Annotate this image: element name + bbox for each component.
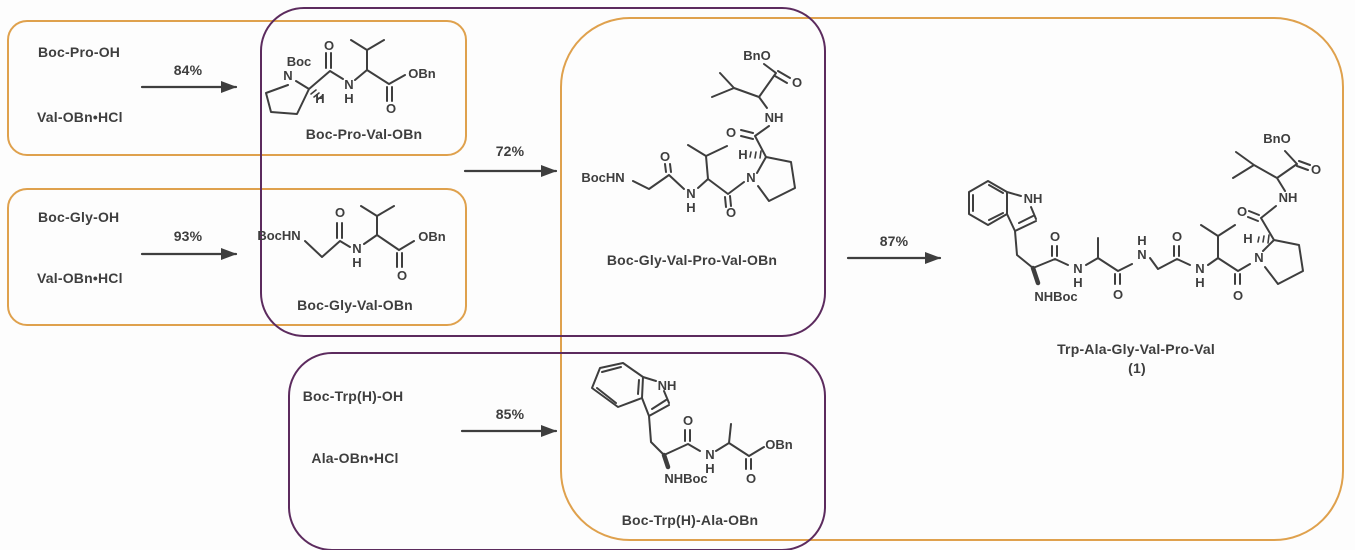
atom-label-nh-indole: NH bbox=[658, 378, 677, 393]
bonds bbox=[632, 63, 796, 202]
bonds bbox=[304, 205, 415, 258]
product-label-boc-gly-val-obn: Boc-Gly-Val-OBn bbox=[297, 297, 413, 313]
bonds bbox=[265, 39, 406, 115]
atom-label-n: N bbox=[1073, 261, 1082, 276]
box-step1-orange bbox=[7, 20, 467, 156]
reactant-label-boc-trp-oh: Boc-Trp(H)-OH bbox=[302, 388, 404, 404]
atom-label-boc: Boc bbox=[287, 54, 312, 69]
atom-label-o2: O bbox=[1113, 287, 1123, 302]
atom-label-n: N bbox=[283, 68, 292, 83]
atom-label-h: H bbox=[1073, 275, 1082, 290]
stereo-hashes bbox=[1257, 234, 1270, 244]
atom-label-h3: H bbox=[1195, 275, 1204, 290]
box-final-coupling-orange bbox=[560, 17, 1344, 541]
atom-label-bno: BnO bbox=[743, 48, 770, 63]
atom-label-o: O bbox=[1050, 229, 1060, 244]
reaction-arrows bbox=[140, 81, 942, 437]
atom-label-o2: O bbox=[386, 101, 396, 116]
double-bonds bbox=[972, 160, 1311, 285]
product-label-boc-trp-ala-obn: Boc-Trp(H)-Ala-OBn bbox=[621, 512, 759, 528]
atom-label-h2: H bbox=[344, 91, 353, 106]
atom-label-nhboc: NHBoc bbox=[664, 471, 707, 486]
reactant-label-val-obn-hcl: Val-OBn•HCl bbox=[37, 109, 123, 125]
atom-label-bochn: BocHN bbox=[581, 170, 624, 185]
reactant-label-ala-obn-hcl: Ala-OBn•HCl bbox=[311, 450, 399, 466]
atom-label-o6: O bbox=[1311, 162, 1321, 177]
yield-label-93: 93% bbox=[173, 228, 203, 244]
atom-label-o4: O bbox=[1233, 288, 1243, 303]
bonds bbox=[968, 150, 1304, 285]
atom-label-obn: OBn bbox=[408, 66, 436, 81]
atom-label-o2: O bbox=[746, 471, 756, 486]
atom-label-h: H bbox=[315, 91, 324, 106]
atom-label-nh: NH bbox=[765, 110, 784, 125]
stereo-hashes bbox=[310, 89, 323, 101]
box-dipeptide-group-purple bbox=[260, 7, 826, 337]
atom-label-nh2: NH bbox=[1279, 190, 1298, 205]
yield-label-85: 85% bbox=[495, 406, 525, 422]
structure-boc-gly-val-obn: BocHN O N H O OBn bbox=[257, 205, 446, 283]
atom-label-o2: O bbox=[726, 125, 736, 140]
reactant-label-boc-gly-oh: Boc-Gly-OH bbox=[38, 209, 120, 225]
yield-label-84: 84% bbox=[173, 62, 203, 78]
atom-label-bochn: BocHN bbox=[257, 228, 300, 243]
compound-number-label: (1) bbox=[1128, 360, 1146, 376]
atom-label-o5: O bbox=[1237, 204, 1247, 219]
atom-label-h2: H bbox=[686, 200, 695, 215]
atom-label-o: O bbox=[324, 38, 334, 53]
yield-label-87: 87% bbox=[879, 233, 909, 249]
atom-label-n3: N bbox=[1195, 261, 1204, 276]
yield-label-72: 72% bbox=[495, 143, 525, 159]
atom-label-n2: N bbox=[344, 77, 353, 92]
wedge-bond bbox=[1030, 265, 1041, 286]
wedge-bond bbox=[661, 452, 671, 470]
atom-label-o3: O bbox=[726, 205, 736, 220]
atom-label-h4: H bbox=[1243, 231, 1252, 246]
double-bonds bbox=[664, 70, 791, 208]
structure-boc-trp-ala-obn: NH O N H NHBoc O OBn bbox=[591, 362, 793, 486]
double-bonds bbox=[596, 366, 752, 470]
double-bonds bbox=[336, 222, 403, 268]
bonds bbox=[591, 362, 765, 457]
structure-boc-pro-val-obn: Boc N H O N H O OBn bbox=[265, 38, 436, 116]
product-label-boc-pro-val-obn: Boc-Pro-Val-OBn bbox=[305, 126, 423, 142]
reactant-label-boc-pro-oh: Boc-Pro-OH bbox=[38, 44, 121, 60]
atom-label-h: H bbox=[705, 461, 714, 476]
atom-label-o4: O bbox=[660, 149, 670, 164]
atom-label-obn: OBn bbox=[765, 437, 793, 452]
box-step2-orange bbox=[7, 188, 467, 326]
atom-label-obn: OBn bbox=[418, 229, 446, 244]
atom-label-h: H bbox=[738, 147, 747, 162]
atom-label-n2: N bbox=[686, 186, 695, 201]
atom-label-n2: N bbox=[1137, 247, 1146, 262]
atom-label-o3: O bbox=[1172, 229, 1182, 244]
atom-label-o: O bbox=[335, 205, 345, 220]
structure-boc-gly-val-pro-val-obn: BnO O NH O H N O N H O BocHN bbox=[581, 48, 802, 220]
product-label-trp-ala-gly-val-pro-val: Trp-Ala-Gly-Val-Pro-Val bbox=[1057, 341, 1215, 357]
atom-label-nh-indole: NH bbox=[1024, 191, 1043, 206]
atom-label-bno: BnO bbox=[1263, 131, 1290, 146]
atom-label-h: H bbox=[352, 255, 361, 270]
atom-label-o: O bbox=[683, 413, 693, 428]
double-bonds bbox=[325, 52, 393, 102]
atom-label-o2: O bbox=[397, 268, 407, 283]
product-label-boc-gly-val-pro-val-obn: Boc-Gly-Val-Pro-Val-OBn bbox=[606, 252, 778, 268]
atom-label-o: O bbox=[792, 75, 802, 90]
atom-label-h2: H bbox=[1137, 233, 1146, 248]
stereo-hashes bbox=[749, 150, 762, 159]
atom-label-n: N bbox=[746, 170, 755, 185]
atom-label-n: N bbox=[705, 447, 714, 462]
atom-label-n4: N bbox=[1254, 250, 1263, 265]
atom-label-nhboc: NHBoc bbox=[1034, 289, 1077, 304]
structure-trp-ala-gly-val-pro-val: NH NHBoc O N H O H N O N H O N H O NH Bn… bbox=[968, 131, 1321, 304]
atom-label-n: N bbox=[352, 241, 361, 256]
reactant-label-val-obn-hcl2: Val-OBn•HCl bbox=[37, 270, 123, 286]
